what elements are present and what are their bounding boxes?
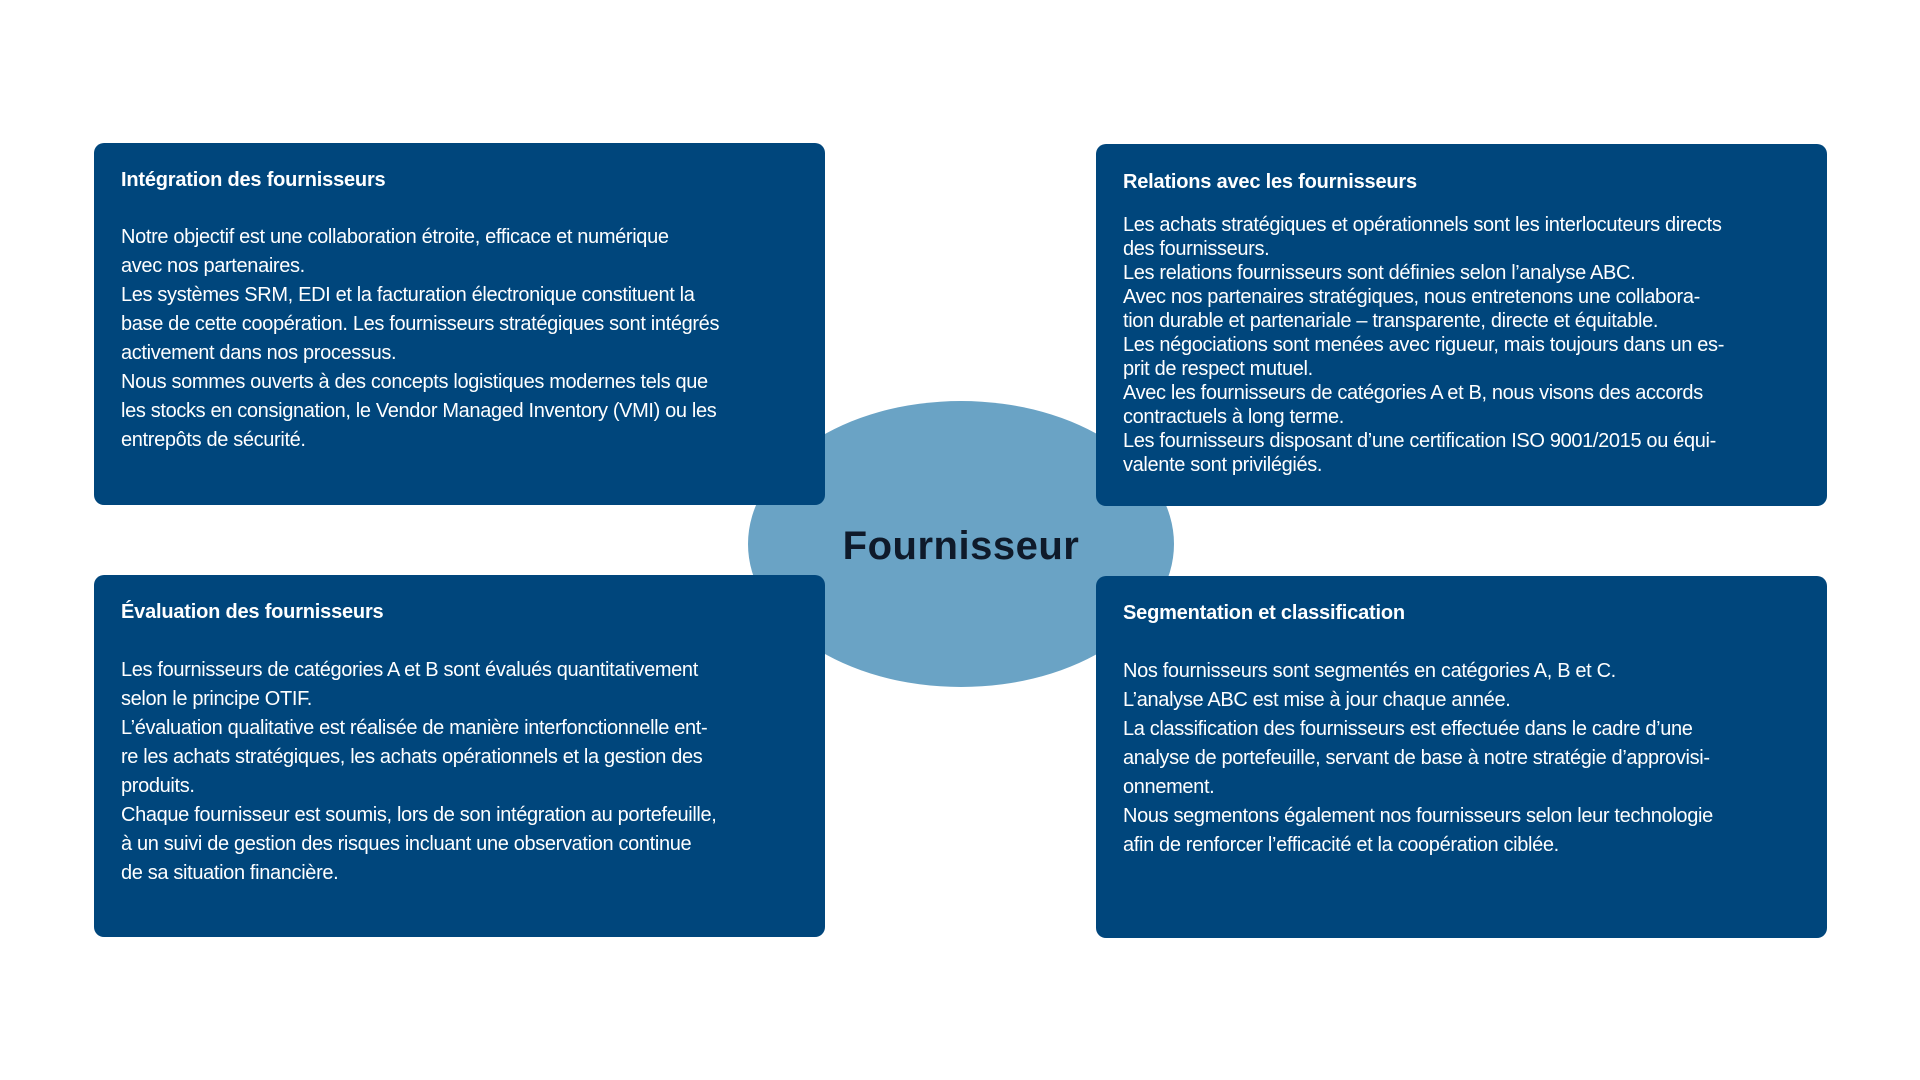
text-line: Les achats stratégiques et opérationnels…: [1123, 214, 1722, 236]
text-line: Nous sommes ouverts à des concepts logis…: [121, 371, 708, 393]
text-line: à un suivi de gestion des risques inclua…: [121, 833, 692, 855]
text-line: Chaque fournisseur est soumis, lors de s…: [121, 804, 717, 826]
text-line: L’évaluation qualitative est réalisée de…: [121, 717, 708, 739]
box-segmentation: Segmentation et classification Nos fourn…: [1096, 576, 1827, 938]
center-label: Fournisseur: [842, 523, 1080, 568]
box-body: Notre objectif est une collaboration étr…: [121, 223, 825, 455]
text-line: selon le principe OTIF.: [121, 688, 312, 710]
box-relations: Relations avec les fournisseurs Les acha…: [1096, 144, 1827, 506]
box-title: Relations avec les fournisseurs: [1123, 171, 1417, 193]
text-line: Les fournisseurs de catégories A et B so…: [121, 659, 698, 681]
text-line: afin de renforcer l’efficacité et la coo…: [1123, 834, 1559, 856]
text-line: activement dans nos processus.: [121, 342, 397, 364]
box-integration: Intégration des fournisseurs Notre objec…: [94, 143, 825, 505]
text-line: Les systèmes SRM, EDI et la facturation …: [121, 284, 695, 306]
text-line: entrepôts de sécurité.: [121, 429, 306, 451]
box-title: Segmentation et classification: [1123, 602, 1405, 624]
text-line: L’analyse ABC est mise à jour chaque ann…: [1123, 689, 1511, 711]
text-line: Nos fournisseurs sont segmentés en catég…: [1123, 660, 1616, 682]
box-body: Les fournisseurs de catégories A et B so…: [121, 656, 825, 888]
text-line: La classification des fournisseurs est e…: [1123, 718, 1693, 740]
text-line: Les fournisseurs disposant d’une certifi…: [1123, 430, 1716, 452]
text-line: prit de respect mutuel.: [1123, 358, 1313, 380]
text-line: Avec nos partenaires stratégiques, nous …: [1123, 286, 1700, 308]
text-line: de sa situation financière.: [121, 862, 339, 884]
text-line: Nous segmentons également nos fournisseu…: [1123, 805, 1713, 827]
text-line: des fournisseurs.: [1123, 238, 1270, 260]
box-title: Évaluation des fournisseurs: [121, 601, 384, 623]
text-line: Notre objectif est une collaboration étr…: [121, 226, 669, 248]
text-line: les stocks en consignation, le Vendor Ma…: [121, 400, 717, 422]
text-line: produits.: [121, 775, 195, 797]
text-line: base de cette coopération. Les fournisse…: [121, 313, 720, 335]
text-line: Avec les fournisseurs de catégories A et…: [1123, 382, 1703, 404]
text-line: onnement.: [1123, 776, 1215, 798]
text-line: Les négociations sont menées avec rigueu…: [1123, 334, 1725, 356]
box-body: Les achats stratégiques et opérationnels…: [1123, 213, 1827, 477]
text-line: analyse de portefeuille, servant de base…: [1123, 747, 1710, 769]
box-body: Nos fournisseurs sont segmentés en catég…: [1123, 657, 1827, 860]
box-title: Intégration des fournisseurs: [121, 169, 386, 191]
text-line: contractuels à long terme.: [1123, 406, 1345, 428]
text-line: tion durable et partenariale – transpare…: [1123, 310, 1659, 332]
text-line: re les achats stratégiques, les achats o…: [121, 746, 703, 768]
text-line: Les relations fournisseurs sont définies…: [1123, 262, 1636, 284]
text-line: avec nos partenaires.: [121, 255, 305, 277]
text-line: valente sont privilégiés.: [1123, 454, 1323, 476]
box-evaluation: Évaluation des fournisseurs Les fourniss…: [94, 575, 825, 937]
